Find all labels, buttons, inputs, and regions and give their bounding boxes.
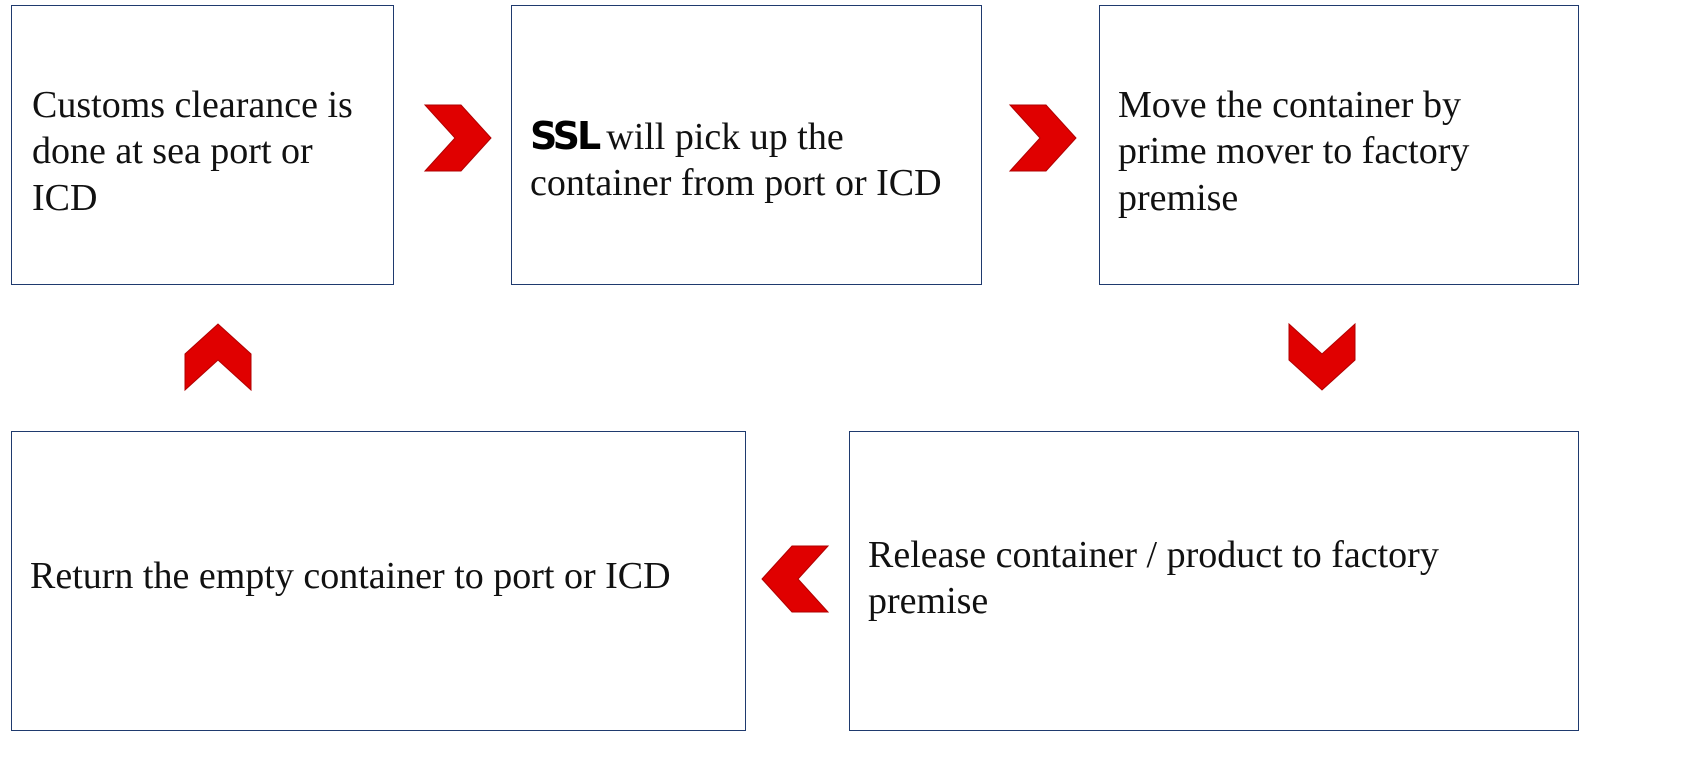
step-text: Return the empty container to port or IC… [30,555,671,597]
step-box-return-empty: Return the empty container to port or IC… [11,431,746,731]
step-text: will pick up the container from port or … [530,116,942,205]
step-box-release-container: Release container / product to factory p… [849,431,1579,731]
chevron-right-icon [423,104,492,172]
step-text: Move the container by prime mover to fac… [1118,84,1470,219]
chevron-up-icon [184,323,252,392]
chevron-left-icon [761,545,830,613]
chevron-right-icon [1008,104,1077,172]
step-box-move-container: Move the container by prime mover to fac… [1099,5,1579,285]
chevron-down-icon [1288,322,1356,391]
step-box-customs-clearance: Customs clearance is done at sea port or… [11,5,394,285]
step-text: Release container / product to factory p… [868,534,1439,623]
ssl-logo: SSL [530,114,601,158]
step-text: Customs clearance is done at sea port or… [32,84,353,219]
